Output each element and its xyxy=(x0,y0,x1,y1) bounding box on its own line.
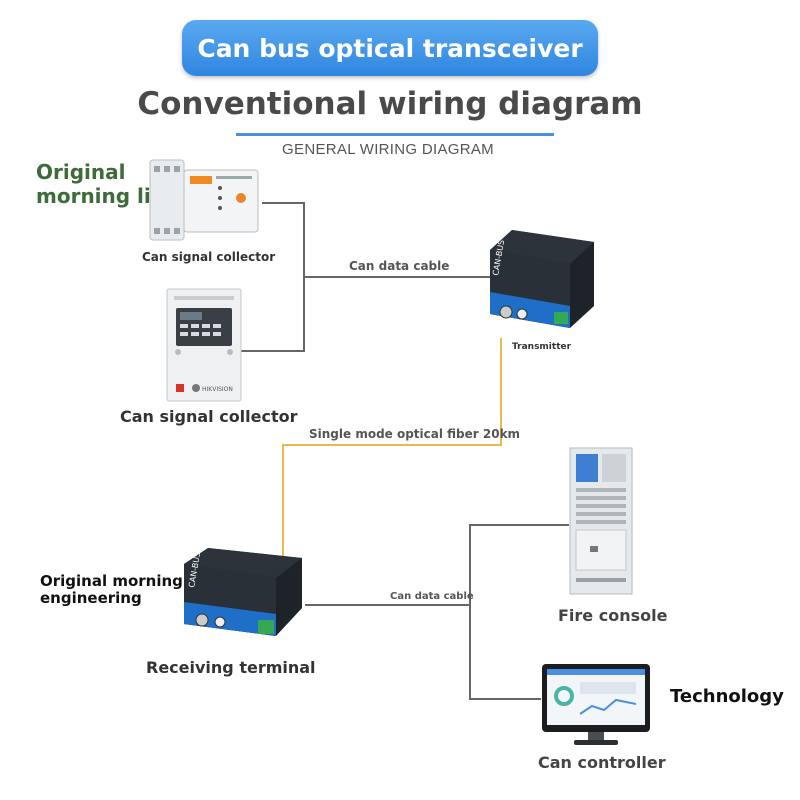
can-data-cable-top-label: Can data cable xyxy=(349,259,449,273)
can-data-cable-bottom-label: Can data cable xyxy=(390,591,474,602)
collector-1-wire xyxy=(262,202,304,204)
fiber-label: Single mode optical fiber 20km xyxy=(309,427,520,441)
title-underline xyxy=(236,133,554,136)
controller-wire xyxy=(469,698,541,700)
annotation-original-morning-engineering: Original morning engineering xyxy=(40,573,183,607)
can-data-cable-top xyxy=(304,276,490,278)
controller-image xyxy=(540,662,652,748)
signal-collector-1-label: Can signal collector xyxy=(142,250,275,264)
signal-collector-2-image: HIKVISION xyxy=(166,288,242,404)
fire-console-image xyxy=(568,446,638,596)
annotation-technology: Technology xyxy=(670,686,784,707)
collector-2-brand: HIKVISION xyxy=(202,386,233,393)
can-data-cable-bottom xyxy=(305,604,471,606)
subtitle: GENERAL WIRING DIAGRAM xyxy=(0,141,776,158)
fire-console-wire xyxy=(469,524,569,526)
main-title: Conventional wiring diagram xyxy=(0,86,780,122)
fiber-segment-vertical-2 xyxy=(282,444,284,562)
title-banner: Can bus optical transceiver xyxy=(182,20,598,76)
receiver-image: CAN-BUS xyxy=(180,546,308,646)
annotation-original-morning-li: Original morning li xyxy=(36,160,151,208)
transmitter-image: CAN-BUS xyxy=(486,228,598,340)
fire-console-label: Fire console xyxy=(558,606,667,625)
collector-2-wire xyxy=(235,350,305,352)
console-bus-wire xyxy=(469,524,471,700)
fiber-segment-horizontal xyxy=(282,444,502,446)
banner-title: Can bus optical transceiver xyxy=(197,34,582,63)
signal-collector-1-image xyxy=(148,158,264,244)
transmitter-label: Transmitter xyxy=(512,342,571,352)
controller-label: Can controller xyxy=(538,753,666,772)
receiver-label: Receiving terminal xyxy=(146,658,316,677)
signal-collector-2-label: Can signal collector xyxy=(120,407,298,426)
